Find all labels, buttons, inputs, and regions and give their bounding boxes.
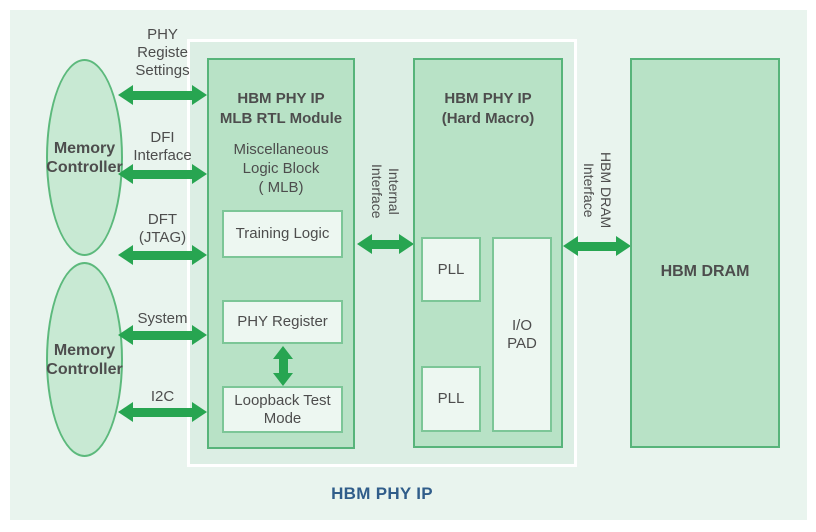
arrow-head [192, 164, 207, 184]
i2c-label: I2C [150, 388, 175, 405]
phy-register-loopback-arrow-icon [273, 346, 293, 386]
arrow-shaft [133, 407, 192, 417]
hbm-dram-interface-arrow-icon [563, 236, 631, 256]
loopback-test-mode-box: Loopback Test Mode [222, 386, 343, 433]
hbm-dram-box [630, 58, 780, 448]
arrow-head [192, 325, 207, 345]
io-pad-label: I/O PAD [507, 316, 537, 352]
mlb-rtl-module-title: HBM PHY IP MLB RTL Module [219, 90, 343, 127]
pll-top-box: PLL [421, 237, 481, 302]
phy-register-settings-arrow-icon [118, 85, 207, 105]
pll-bottom-label: PLL [437, 390, 465, 407]
phy-register-box: PHY Register [222, 300, 343, 344]
hbm-dram-interface-label: HBM DRAM Interface [581, 151, 614, 229]
system-arrow-icon [118, 325, 207, 345]
arrow-head [192, 402, 207, 422]
arrow-head [118, 245, 133, 265]
arrow-head [118, 85, 133, 105]
hbm-dram-interface-label-wrap: HBM DRAM Interface [565, 146, 629, 234]
memory-controller-top: Memory Controller [46, 59, 123, 256]
loopback-test-mode-label: Loopback Test Mode [234, 391, 331, 427]
dfi-interface-label: DFI Interface [133, 129, 192, 164]
arrow-head [192, 245, 207, 265]
arrow-shaft [372, 239, 399, 249]
arrow-head [273, 346, 293, 359]
training-logic-label: Training Logic [235, 225, 330, 242]
arrow-shaft [133, 330, 192, 340]
dfi-interface-arrow-icon [118, 164, 207, 184]
phy-register-label: PHY Register [237, 313, 328, 330]
hbm-dram-label: HBM DRAM [660, 263, 750, 280]
memory-controller-bottom: Memory Controller [46, 262, 123, 457]
arrow-head [118, 164, 133, 184]
training-logic-box: Training Logic [222, 210, 343, 258]
arrow-head [273, 373, 293, 386]
internal-interface-arrow-icon [357, 234, 414, 254]
pll-top-label: PLL [437, 260, 465, 278]
arrow-head [118, 325, 133, 345]
hard-macro-title: HBM PHY IP (Hard Macro) [441, 90, 535, 127]
io-pad-box: I/O PAD [492, 237, 552, 432]
memory-controller-top-label: Memory Controller [46, 139, 123, 176]
arrow-shaft [133, 169, 192, 179]
hbm-phy-ip-caption: HBM PHY IP [331, 484, 433, 503]
arrow-shaft [133, 250, 192, 260]
arrow-head [192, 85, 207, 105]
internal-interface-label: Internal Interface [369, 163, 402, 219]
mlb-subtitle: Miscellaneous Logic Block ( MLB) [233, 141, 329, 196]
arrow-head [118, 402, 133, 422]
arrow-head [616, 236, 631, 256]
i2c-arrow-icon [118, 402, 207, 422]
phy-register-settings-label: PHY Registe Settings [135, 26, 190, 79]
pll-bottom-box: PLL [421, 366, 481, 432]
system-label: System [137, 310, 188, 327]
arrow-shaft [278, 359, 288, 373]
dft-jtag-arrow-icon [118, 245, 207, 265]
arrow-shaft [133, 90, 192, 100]
internal-interface-label-wrap: Internal Interface [355, 150, 415, 232]
arrow-head [563, 236, 578, 256]
dft-jtag-label: DFT (JTAG) [138, 211, 187, 246]
memory-controller-bottom-label: Memory Controller [46, 341, 123, 378]
arrow-head [357, 234, 372, 254]
arrow-head [399, 234, 414, 254]
arrow-shaft [578, 241, 616, 251]
